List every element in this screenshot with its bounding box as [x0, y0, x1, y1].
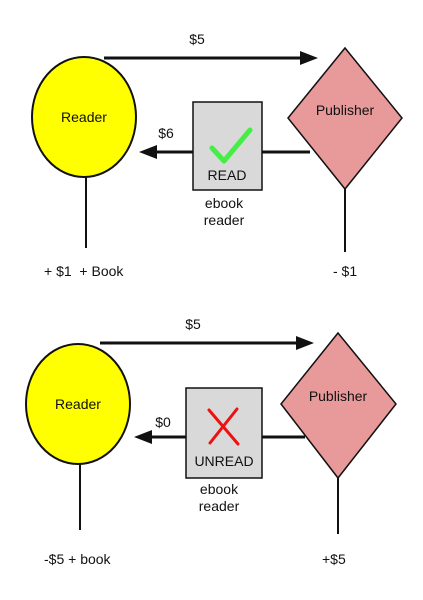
payment-to-reader-label: $6: [158, 125, 174, 141]
arrow-to-reader-head: [134, 430, 152, 444]
publisher-node: [280, 331, 397, 480]
box-status-label: UNREAD: [194, 453, 253, 469]
publisher-label: Publisher: [316, 102, 375, 118]
payment-to-publisher-label: $5: [185, 316, 201, 332]
reader-outcome-label: -$5 + book: [44, 551, 112, 567]
box-caption-line1: ebook: [200, 481, 239, 497]
box-status-label: READ: [208, 167, 247, 183]
publisher-label: Publisher: [309, 388, 368, 404]
reader-node: [31, 56, 137, 178]
payment-to-publisher-label: $5: [189, 31, 205, 47]
diagram-unread: Reader Publisher $5 $0 UNREAD ebook read…: [25, 316, 397, 567]
check-icon: [209, 127, 253, 164]
publisher-outcome-label: - $1: [333, 263, 357, 279]
ebook-reader-box: [192, 101, 263, 191]
ebook-reader-box: [185, 387, 263, 479]
cross-icon: [207, 407, 240, 446]
arrow-to-reader-head: [139, 145, 157, 159]
reader-label: Reader: [61, 109, 107, 125]
arrow-to-publisher-head: [296, 336, 314, 350]
box-caption-line1: ebook: [205, 195, 244, 211]
publisher-outcome-label: +$5: [322, 551, 346, 567]
publisher-node: [287, 46, 403, 191]
box-caption-line2: reader: [199, 498, 240, 514]
reader-label: Reader: [55, 396, 101, 412]
reader-node: [25, 343, 131, 465]
box-caption-line2: reader: [204, 212, 245, 228]
payment-to-reader-label: $0: [155, 414, 171, 430]
diagram-read: Reader Publisher $5 $6 READ ebook reader…: [31, 31, 403, 279]
arrow-to-publisher-head: [300, 51, 318, 65]
reader-outcome-label: + $1 + Book: [44, 263, 124, 279]
